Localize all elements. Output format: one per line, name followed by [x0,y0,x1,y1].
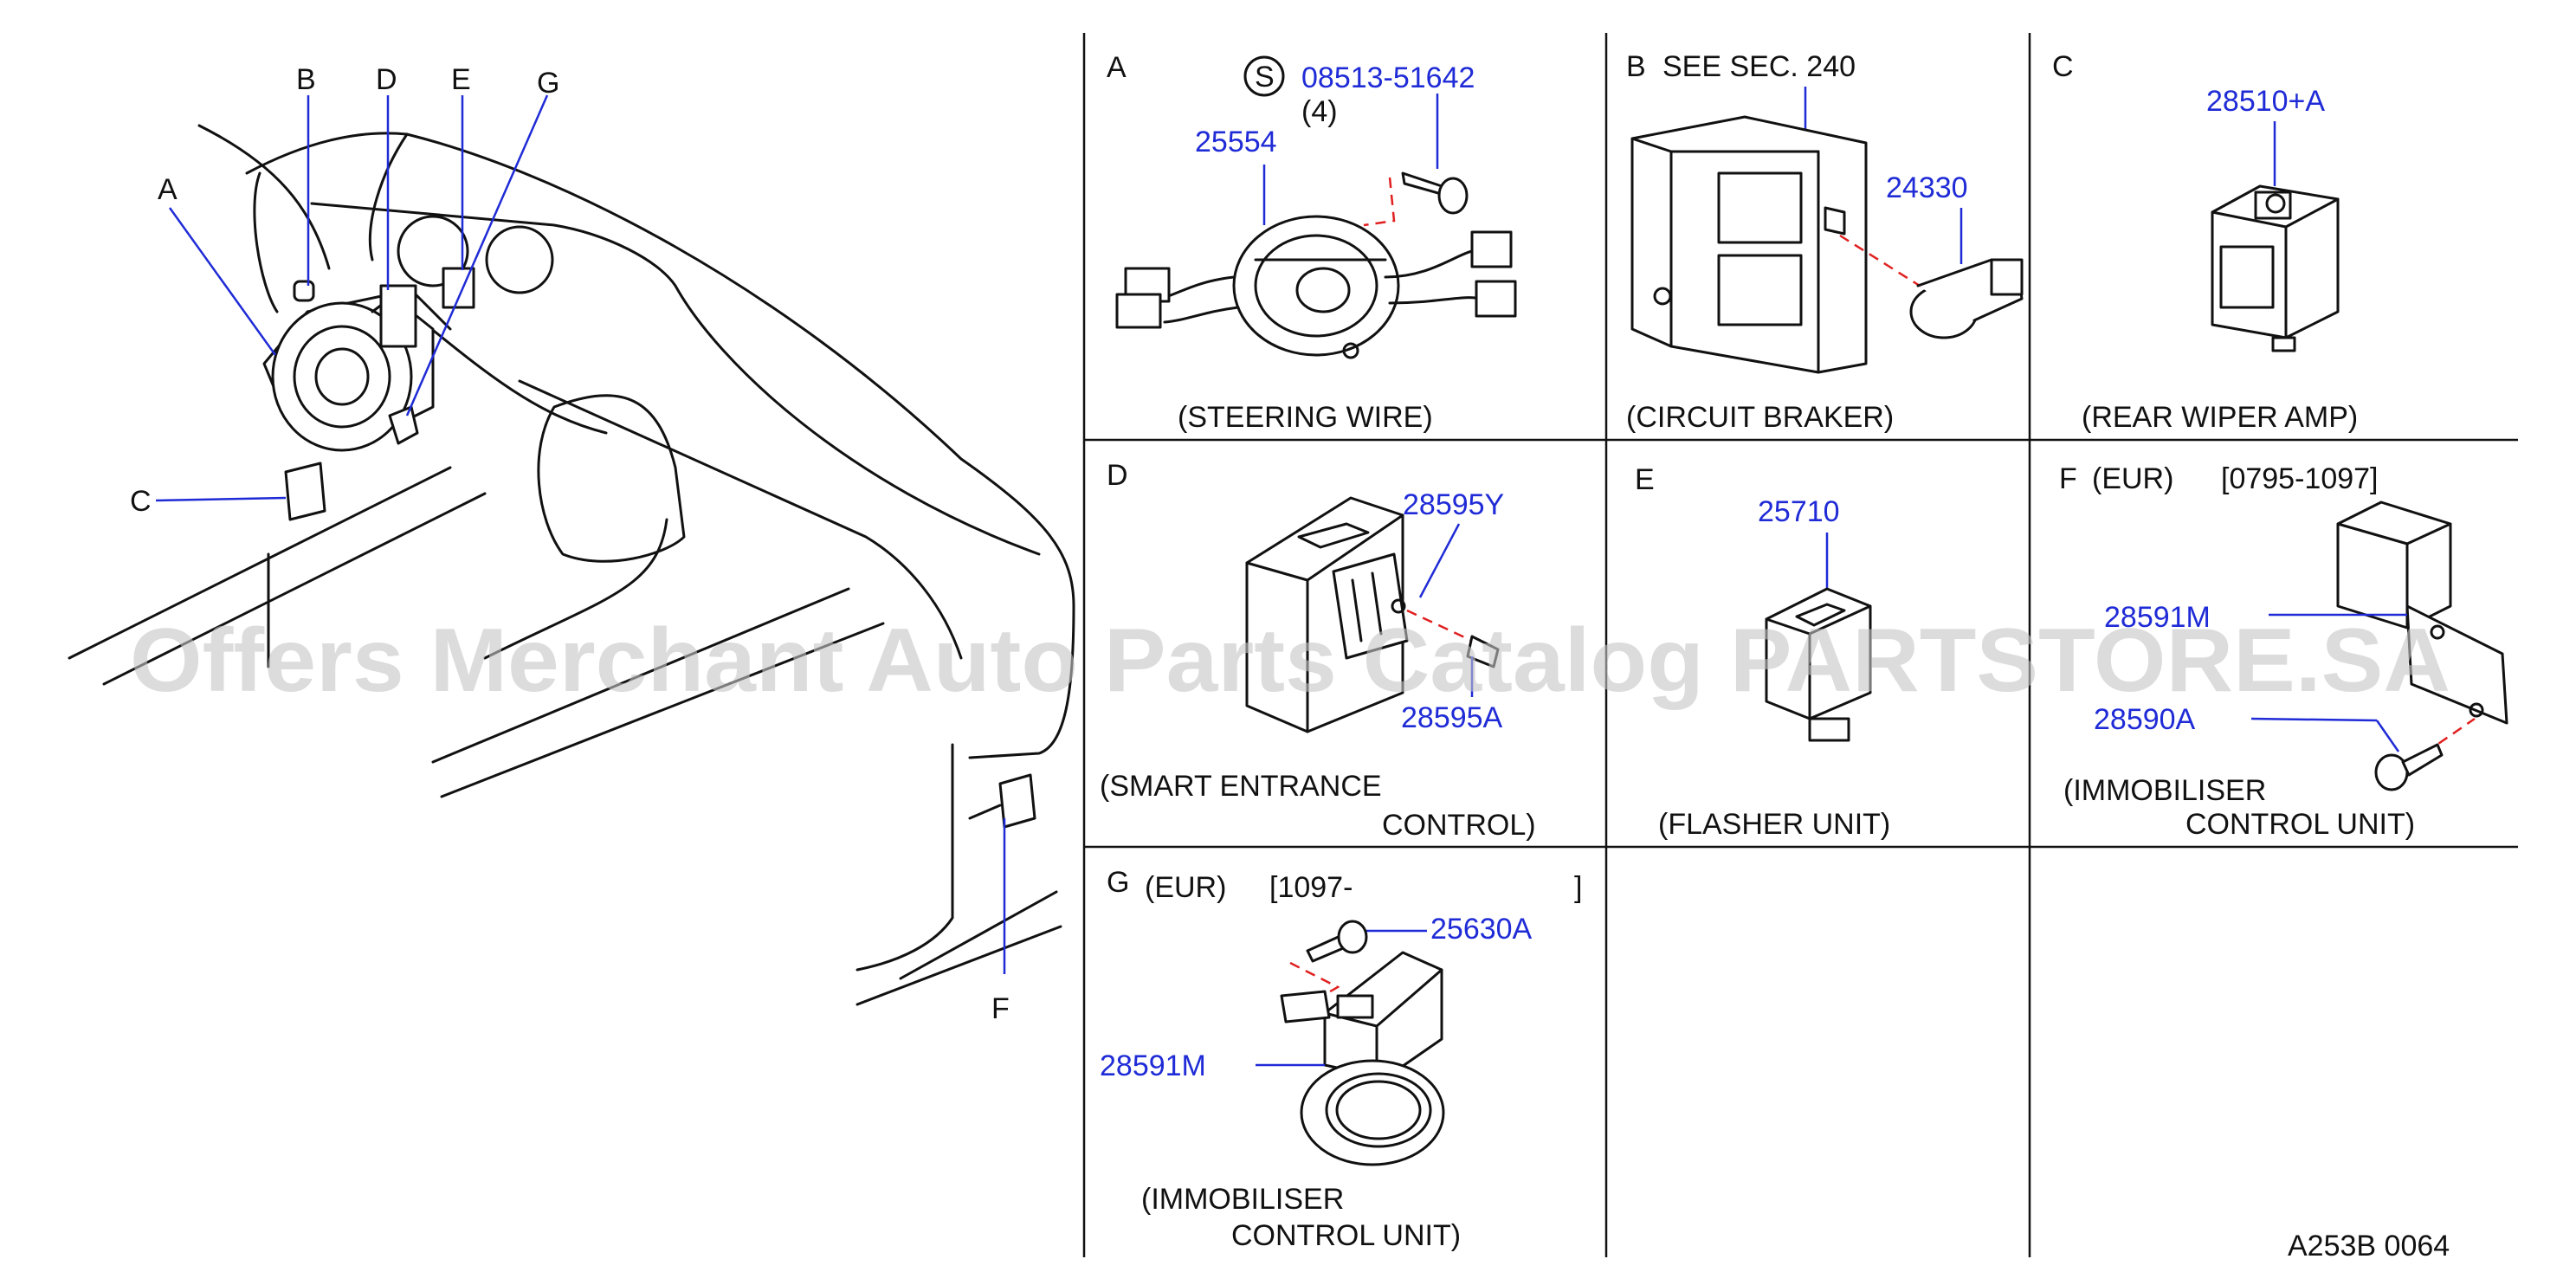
panel-c-letter: C [2052,50,2074,83]
panel-g-range-start: [1097- [1269,871,1353,904]
callout-F: F [991,992,1010,1025]
panel-a: A S 08513-51642 (4) 25554 (STEERING WIRE… [1107,51,1517,434]
panel-g-range-end: ] [1574,871,1582,904]
panel-b: B SEE SEC. 240 24330 (CIRCUIT BRAKER) [1626,50,2024,434]
panel-b-note: SEE SEC. 240 [1662,50,1856,83]
figure-code: A253B 0064 [2288,1230,2450,1262]
part-28591m-f: 28591M [2104,601,2211,634]
part-28590a: 28590A [2094,703,2196,736]
callout-E: E [451,63,471,96]
panel-a-quantity: (4) [1301,95,1338,128]
panel-f-caption-line1: (IMMOBILISER [2063,774,2266,807]
panel-g: G (EUR) [1097- ] 25630A 28591M (IMMOBILI… [1100,866,1582,1252]
panel-f-range: [0795-1097] [2221,462,2379,495]
panel-f-letter: F [2059,462,2077,495]
panel-c-caption: (REAR WIPER AMP) [2082,401,2358,434]
panel-f-caption-line2: CONTROL UNIT) [2185,808,2415,841]
panel-d-caption-line2: CONTROL) [1382,809,1536,842]
part-28595a: 28595A [1401,701,1503,734]
panel-a-symbol: S [1255,61,1275,94]
panel-c: C 28510+A (REAR WIPER AMP) [2052,50,2358,434]
dashboard-overview [68,124,1075,1006]
panel-d-letter: D [1107,459,1128,492]
part-08513-51642: 08513-51642 [1301,61,1475,94]
panel-g-region: (EUR) [1145,871,1226,904]
panel-grid [1082,33,2518,1257]
part-25630a: 25630A [1430,913,1533,946]
part-25554: 25554 [1195,126,1277,158]
part-28591m-g: 28591M [1100,1049,1206,1082]
panel-g-letter: G [1107,866,1129,899]
s-symbol-icon [1243,55,1285,97]
panel-g-caption-line1: (IMMOBILISER [1141,1183,1344,1216]
panel-d: D 28595Y 28595A (SMART ENTRANCE CONTROL) [1100,459,1536,842]
panel-a-letter: A [1107,51,1127,84]
callout-B: B [296,63,316,96]
panel-b-letter: B [1626,50,1646,83]
panel-f: F (EUR) [0795-1097] 28591M 28590A (IMMOB… [2059,462,2508,841]
part-25710: 25710 [1758,495,1840,528]
callout-G: G [537,67,559,100]
part-28595y: 28595Y [1403,488,1504,521]
panel-e-caption: (FLASHER UNIT) [1658,808,1890,841]
callout-A: A [158,173,178,206]
panel-b-caption: (CIRCUIT BRAKER) [1626,401,1894,434]
panel-f-region: (EUR) [2092,462,2173,495]
watermark: Offers Merchant Auto Parts Catalog PARTS… [130,610,2450,711]
part-28510-a: 28510+A [2206,85,2325,118]
panel-e-letter: E [1635,463,1655,496]
overview-callouts: A B D E G C F [130,63,1010,1025]
part-24330: 24330 [1886,171,1968,204]
callout-C: C [130,485,152,518]
panel-d-caption-line1: (SMART ENTRANCE [1100,770,1382,803]
callout-D: D [376,63,397,96]
panel-a-caption: (STEERING WIRE) [1178,401,1433,434]
panel-e: E 25710 (FLASHER UNIT) [1635,463,1890,841]
panel-g-caption-line2: CONTROL UNIT) [1231,1219,1461,1252]
